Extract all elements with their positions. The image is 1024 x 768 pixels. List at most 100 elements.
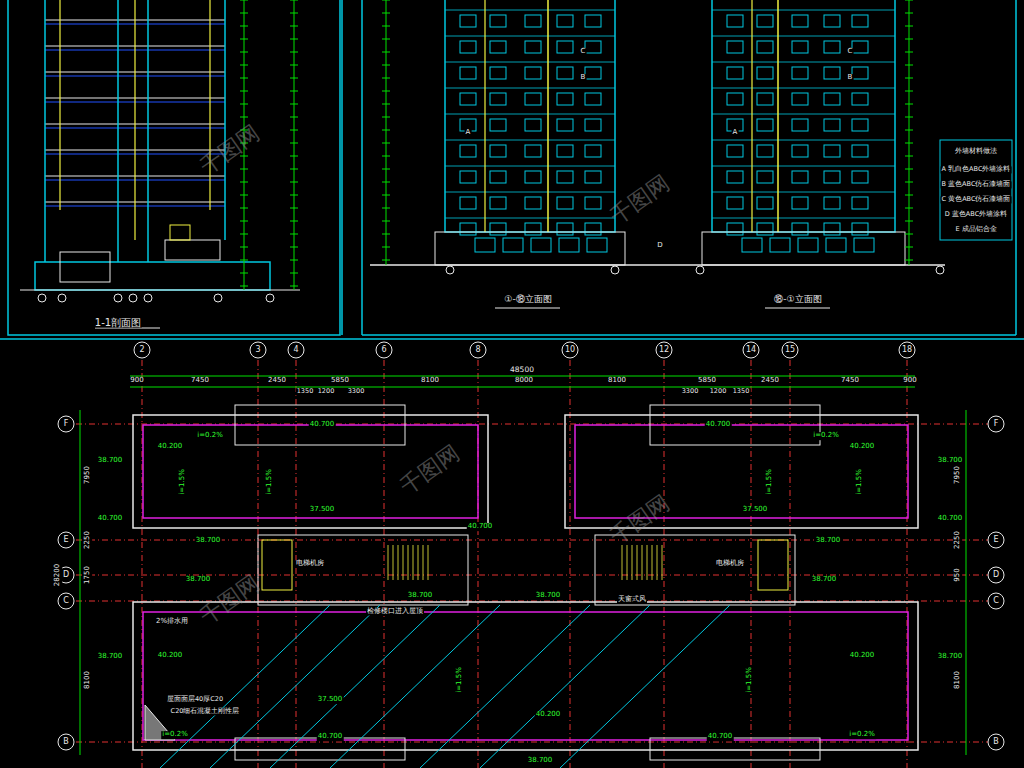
window: [557, 171, 573, 183]
roof-projection: [235, 738, 405, 760]
grid-axis: [76, 575, 988, 576]
drawing-label: 38.700: [407, 592, 434, 600]
drawing-label: C: [992, 597, 1000, 606]
window: [460, 15, 476, 27]
window: [490, 171, 506, 183]
drawing-line: [445, 218, 615, 219]
drawing-label: i=0.2%: [196, 432, 224, 440]
window: [824, 171, 840, 183]
slope-line: [480, 605, 650, 768]
drawing-label: 950: [954, 567, 962, 582]
core: [595, 535, 795, 605]
window: [792, 119, 808, 131]
axis-bubble: [696, 266, 704, 274]
drawing-line: [386, 0, 387, 265]
drawing-label: 40.200: [535, 711, 562, 719]
drawing-label: 电梯机房: [295, 560, 325, 567]
axis-bubble: [288, 342, 304, 358]
drawing-line: [712, 114, 895, 115]
drawing-line: [484, 0, 485, 232]
stair-tread: [408, 545, 409, 580]
drawing-label: 38.700: [195, 537, 222, 545]
axis-bubble: [743, 342, 759, 358]
drawing-label: 40.700: [937, 515, 964, 523]
window: [557, 93, 573, 105]
elevation-base: [702, 232, 905, 265]
window: [852, 41, 868, 53]
window: [757, 145, 773, 157]
drawing-label: i=0.2%: [848, 731, 876, 739]
axis-bubble: [988, 567, 1004, 583]
window: [557, 197, 573, 209]
drawing-label: 8100: [607, 377, 627, 385]
drawing-line: [147, 0, 149, 262]
drawing-line: [1015, 0, 1017, 335]
drawing-label: 5850: [330, 377, 350, 385]
basement-outline: [35, 262, 270, 290]
drawing-label: 4: [292, 346, 299, 355]
drawing-label: 38.700: [937, 457, 964, 465]
axis-bubble: [38, 294, 46, 302]
window: [490, 67, 506, 79]
drawing-label: 1200: [709, 388, 728, 395]
window: [824, 67, 840, 79]
window: [525, 171, 541, 183]
drawing-label: 3: [254, 346, 261, 355]
shop-window: [587, 238, 607, 252]
drawing-label: 40.700: [317, 733, 344, 741]
core: [258, 535, 468, 605]
drawing-label: 40.200: [849, 652, 876, 660]
window: [525, 41, 541, 53]
window: [824, 145, 840, 157]
drawing-line: [95, 328, 160, 329]
window: [727, 197, 743, 209]
shop-window: [770, 238, 790, 252]
drawing-label: 38.700: [527, 757, 554, 765]
drawing-line: [777, 0, 779, 232]
drawing-label: 40.700: [707, 733, 734, 741]
drawing-line: [445, 192, 615, 193]
drawing-line: [445, 166, 615, 167]
roof-projection: [650, 405, 820, 445]
window: [792, 41, 808, 53]
window: [525, 197, 541, 209]
drawing-label: i=1.5%: [266, 468, 274, 496]
drawing-label: 38.700: [535, 592, 562, 600]
drawing-line: [361, 0, 363, 335]
drawing-label: C20细石混凝土刚性层: [170, 708, 241, 715]
axis-bubble: [376, 342, 392, 358]
window: [490, 41, 506, 53]
window: [757, 119, 773, 131]
stair-tread: [423, 545, 424, 580]
shop-window: [531, 238, 551, 252]
window: [525, 93, 541, 105]
stair-tread: [428, 545, 429, 580]
grid-axis: [664, 360, 665, 768]
drawing-line: [712, 192, 895, 193]
drawing-label: C 黄色ABC仿石漆墙面: [941, 196, 1012, 203]
parapet: [575, 425, 908, 518]
drawing-label: 40.700: [309, 421, 336, 429]
drawing-label: 1750: [84, 565, 92, 585]
axis-bubble: [129, 294, 137, 302]
window: [852, 93, 868, 105]
drawing-line: [495, 308, 560, 309]
parapet: [143, 425, 478, 518]
drawing-label: 38.700: [97, 653, 124, 661]
drawing-label: i=1.5%: [766, 468, 774, 496]
window: [525, 15, 541, 27]
axis-bubble: [214, 294, 222, 302]
window: [852, 67, 868, 79]
dim-line: [130, 387, 915, 388]
window: [557, 119, 573, 131]
window: [727, 15, 743, 27]
drawing-label: 2450: [267, 377, 287, 385]
window: [852, 15, 868, 27]
slope-line: [160, 605, 330, 768]
window: [727, 67, 743, 79]
window: [824, 119, 840, 131]
roof-projection: [235, 405, 405, 445]
drawing-label: 40.700: [467, 523, 494, 531]
window: [792, 171, 808, 183]
drawing-label: 38.700: [185, 576, 212, 584]
